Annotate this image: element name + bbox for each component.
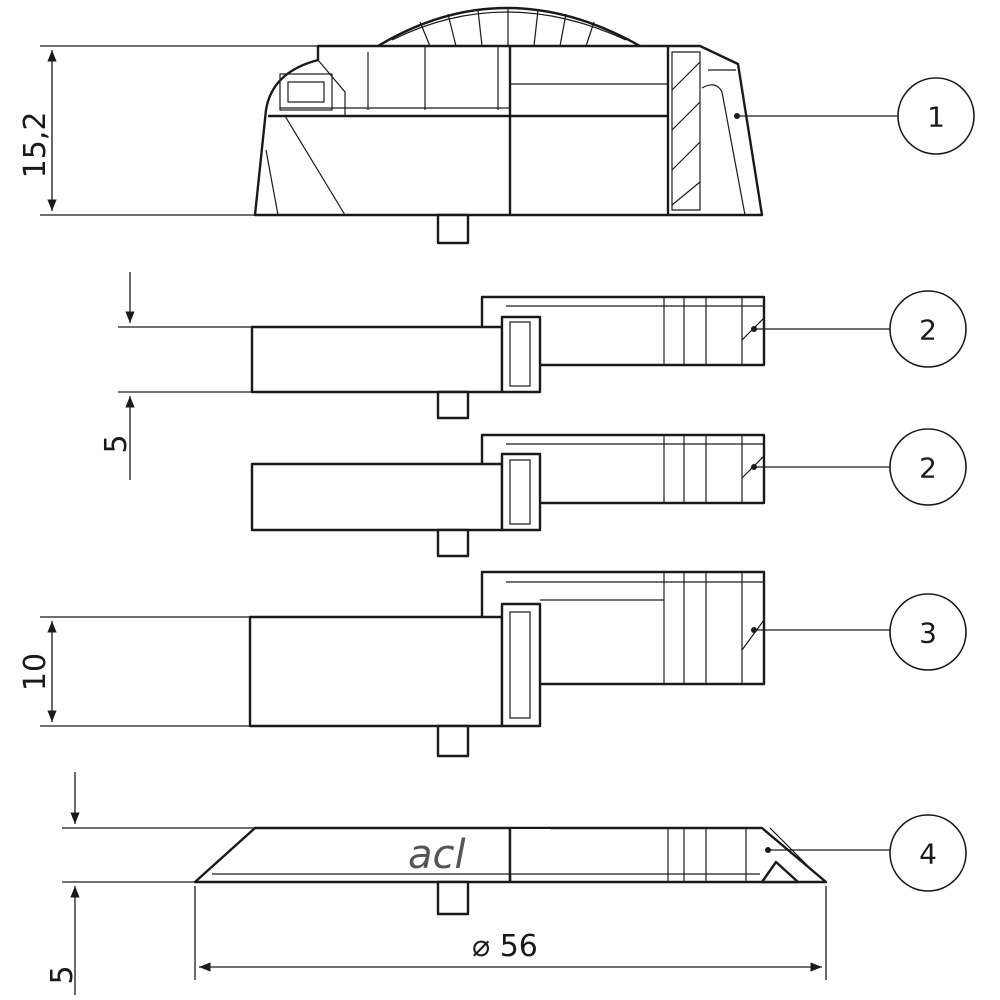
callout-label-2-upper: 2 bbox=[919, 314, 937, 347]
callout-2-lower: 2 bbox=[751, 428, 967, 506]
callout-3: 3 bbox=[751, 593, 967, 671]
callout-label-4: 4 bbox=[919, 838, 937, 871]
part-2-lower bbox=[250, 433, 766, 558]
callout-label-3: 3 bbox=[919, 617, 937, 650]
dimension-label-5-upper: 5 bbox=[99, 434, 134, 453]
dimension-part1-height: 15,2 bbox=[18, 45, 318, 216]
dimension-label-5-lower: 5 bbox=[45, 965, 80, 984]
dimension-step-lower: 5 bbox=[45, 772, 255, 995]
dimension-label-10: 10 bbox=[18, 653, 53, 691]
dimension-step-upper: 5 bbox=[99, 272, 252, 480]
callout-4: 4 bbox=[765, 814, 967, 892]
callout-label-1: 1 bbox=[927, 101, 945, 134]
callout-label-2-lower: 2 bbox=[919, 452, 937, 485]
part-4-base: acl bbox=[193, 826, 828, 916]
part-2-upper bbox=[250, 295, 766, 420]
dimension-label-15-2: 15,2 bbox=[18, 112, 53, 179]
dimension-label-diameter-56: ⌀ 56 bbox=[472, 929, 538, 964]
callout-2-upper: 2 bbox=[751, 290, 967, 368]
part-3 bbox=[248, 570, 766, 758]
part-1-assembly bbox=[253, 6, 764, 245]
logo-text: acl bbox=[408, 832, 466, 878]
dimension-diameter: ⌀ 56 bbox=[194, 886, 827, 980]
callout-1: 1 bbox=[734, 77, 975, 155]
dimension-part3-height: 10 bbox=[18, 616, 250, 727]
